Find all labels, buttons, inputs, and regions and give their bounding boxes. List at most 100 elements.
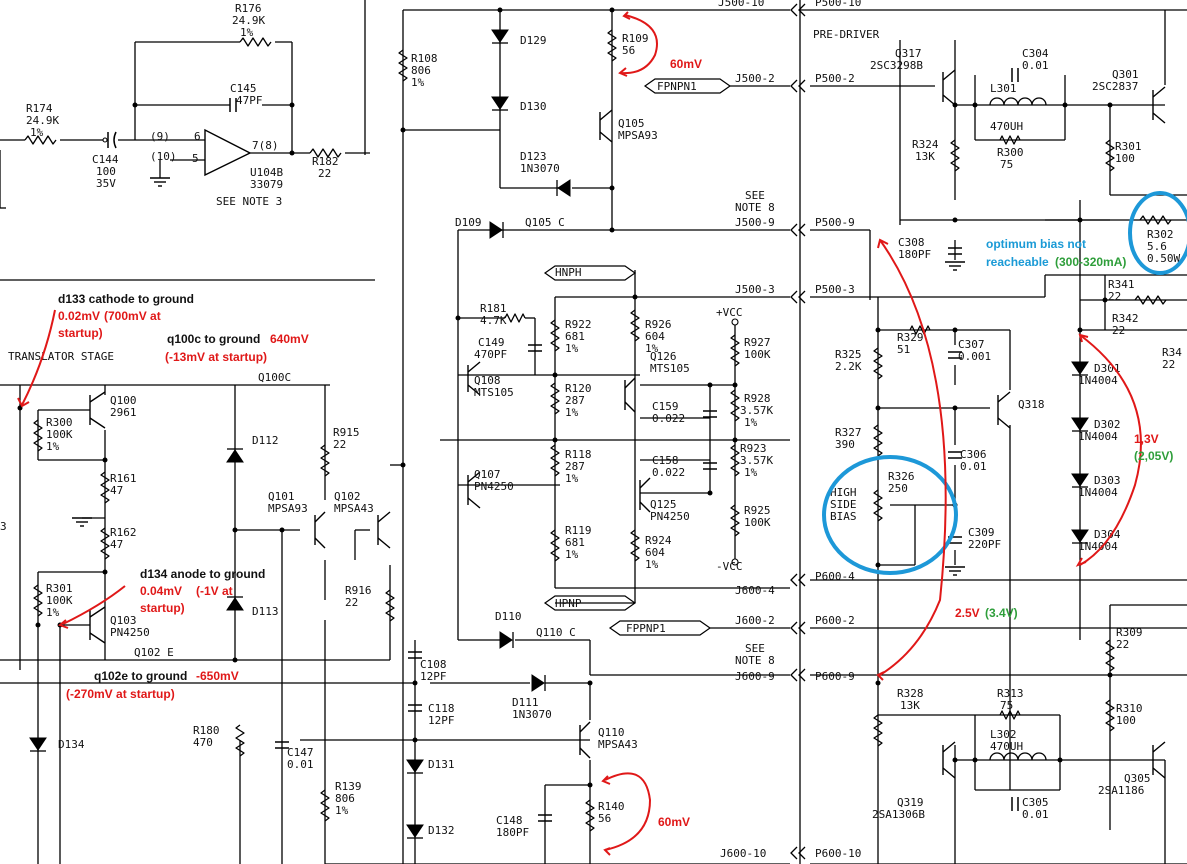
svg-text:1%: 1% [411, 76, 425, 89]
svg-text:2SC2837: 2SC2837 [1092, 80, 1138, 93]
capacitor-c305 [1011, 797, 1019, 811]
diode-d110 [499, 631, 514, 649]
svg-text:startup): startup) [58, 326, 103, 340]
svg-text:681: 681 [565, 536, 585, 549]
svg-text:Q126: Q126 [650, 350, 677, 363]
diode-d113 [226, 596, 244, 611]
resistor-r109 [607, 29, 617, 62]
svg-text:R300: R300 [997, 146, 1024, 159]
resistor-r301-right [1105, 139, 1115, 172]
transistor-q125 [639, 477, 651, 513]
svg-text:D303: D303 [1094, 474, 1121, 487]
svg-text:470: 470 [193, 736, 213, 749]
svg-text:(2,05V): (2,05V) [1134, 449, 1173, 463]
svg-text:R342: R342 [1112, 312, 1139, 325]
svg-text:R341: R341 [1108, 278, 1135, 291]
svg-text:100K: 100K [46, 428, 73, 441]
transistor-q305 [1152, 741, 1166, 779]
svg-text:604: 604 [645, 546, 665, 559]
svg-text:SEE: SEE [745, 189, 765, 202]
svg-text:Q110 C: Q110 C [536, 626, 576, 639]
svg-text:Q100: Q100 [110, 394, 137, 407]
svg-text:24.9K: 24.9K [232, 14, 265, 27]
svg-text:J600-10: J600-10 [720, 847, 766, 860]
svg-text:optimum bias not: optimum bias not [986, 237, 1086, 251]
capacitor-c158 [703, 462, 717, 470]
resistor-r923 [730, 444, 740, 477]
svg-text:TRANSLATOR STAGE: TRANSLATOR STAGE [8, 350, 114, 363]
svg-text:250: 250 [888, 482, 908, 495]
svg-text:R300: R300 [46, 416, 73, 429]
svg-text:P500-2: P500-2 [815, 72, 855, 85]
resistor-r162 [100, 527, 110, 560]
diode-d303 [1071, 473, 1089, 488]
diode-d302 [1071, 417, 1089, 432]
svg-text:C309: C309 [968, 526, 995, 539]
svg-text:C305: C305 [1022, 796, 1049, 809]
transistor-q319 [942, 741, 956, 779]
svg-text:22: 22 [1112, 324, 1125, 337]
svg-text:startup): startup) [140, 601, 185, 615]
svg-text:2.2K: 2.2K [835, 360, 862, 373]
svg-text:FPNPN1: FPNPN1 [657, 80, 697, 93]
svg-text:3.57K: 3.57K [740, 454, 773, 467]
svg-text:d133 cathode to ground: d133 cathode to ground [58, 292, 194, 306]
svg-text:180PF: 180PF [898, 248, 931, 261]
svg-text:100K: 100K [46, 594, 73, 607]
svg-text:P500-3: P500-3 [815, 283, 855, 296]
svg-text:q102e to ground: q102e to ground [94, 669, 187, 683]
svg-text:1%: 1% [565, 472, 579, 485]
svg-text:(-270mV at startup): (-270mV at startup) [66, 687, 175, 701]
svg-text:13K: 13K [900, 699, 920, 712]
high-side-bias-highlight [822, 455, 958, 575]
diode-d109 [489, 221, 504, 239]
inductors [989, 97, 1047, 761]
svg-text:C149: C149 [478, 336, 505, 349]
resistor-r139 [320, 789, 330, 822]
svg-text:MTS105: MTS105 [650, 362, 690, 375]
svg-text:P600-10: P600-10 [815, 847, 861, 860]
svg-text:MPSA43: MPSA43 [334, 502, 374, 515]
svg-text:1N3070: 1N3070 [512, 708, 552, 721]
r302-highlight [1128, 191, 1187, 275]
diode-d134 [29, 737, 47, 752]
svg-text:Q305: Q305 [1124, 772, 1151, 785]
svg-text:C118: C118 [428, 702, 455, 715]
measurement-notes: d133 cathode to ground 0.02mV (700mV at … [58, 57, 1173, 829]
svg-text:C145: C145 [230, 82, 257, 95]
svg-text:Q101: Q101 [268, 490, 295, 503]
annotation-arrows [17, 11, 1142, 856]
svg-text:SEE NOTE 3: SEE NOTE 3 [216, 195, 282, 208]
svg-text:-650mV: -650mV [196, 669, 239, 683]
svg-text:R108: R108 [411, 52, 438, 65]
net-tag-fpnpn1 [643, 78, 732, 94]
resistor-r180 [235, 724, 245, 757]
svg-text:Q105 C: Q105 C [525, 216, 565, 229]
svg-text:2SA1306B: 2SA1306B [872, 808, 925, 821]
svg-text:J500-9: J500-9 [735, 216, 775, 229]
svg-text:R119: R119 [565, 524, 592, 537]
svg-text:0.50W: 0.50W [1147, 252, 1180, 265]
svg-text:reacheable: reacheable [986, 255, 1049, 269]
svg-text:390: 390 [835, 438, 855, 451]
svg-text:(10): (10) [150, 150, 177, 163]
svg-text:BIAS: BIAS [830, 510, 857, 523]
svg-text:22: 22 [345, 596, 358, 609]
diode-d304 [1071, 529, 1089, 544]
svg-text:SEE: SEE [745, 642, 765, 655]
svg-text:180PF: 180PF [496, 826, 529, 839]
resistor-r329 [909, 325, 931, 335]
svg-text:0.01: 0.01 [287, 758, 314, 771]
svg-text:PRE-DRIVER: PRE-DRIVER [813, 28, 880, 41]
svg-text:R161: R161 [110, 472, 137, 485]
svg-text:HNPH: HNPH [555, 266, 582, 279]
svg-text:2SA1186: 2SA1186 [1098, 784, 1144, 797]
capacitor-c118 [408, 704, 422, 712]
inductor-l301 [989, 97, 1047, 106]
svg-text:R329: R329 [897, 331, 924, 344]
svg-text:FPPNP1: FPPNP1 [626, 622, 666, 635]
svg-text:C159: C159 [652, 400, 679, 413]
svg-text:1%: 1% [565, 406, 579, 419]
svg-text:R928: R928 [744, 392, 771, 405]
